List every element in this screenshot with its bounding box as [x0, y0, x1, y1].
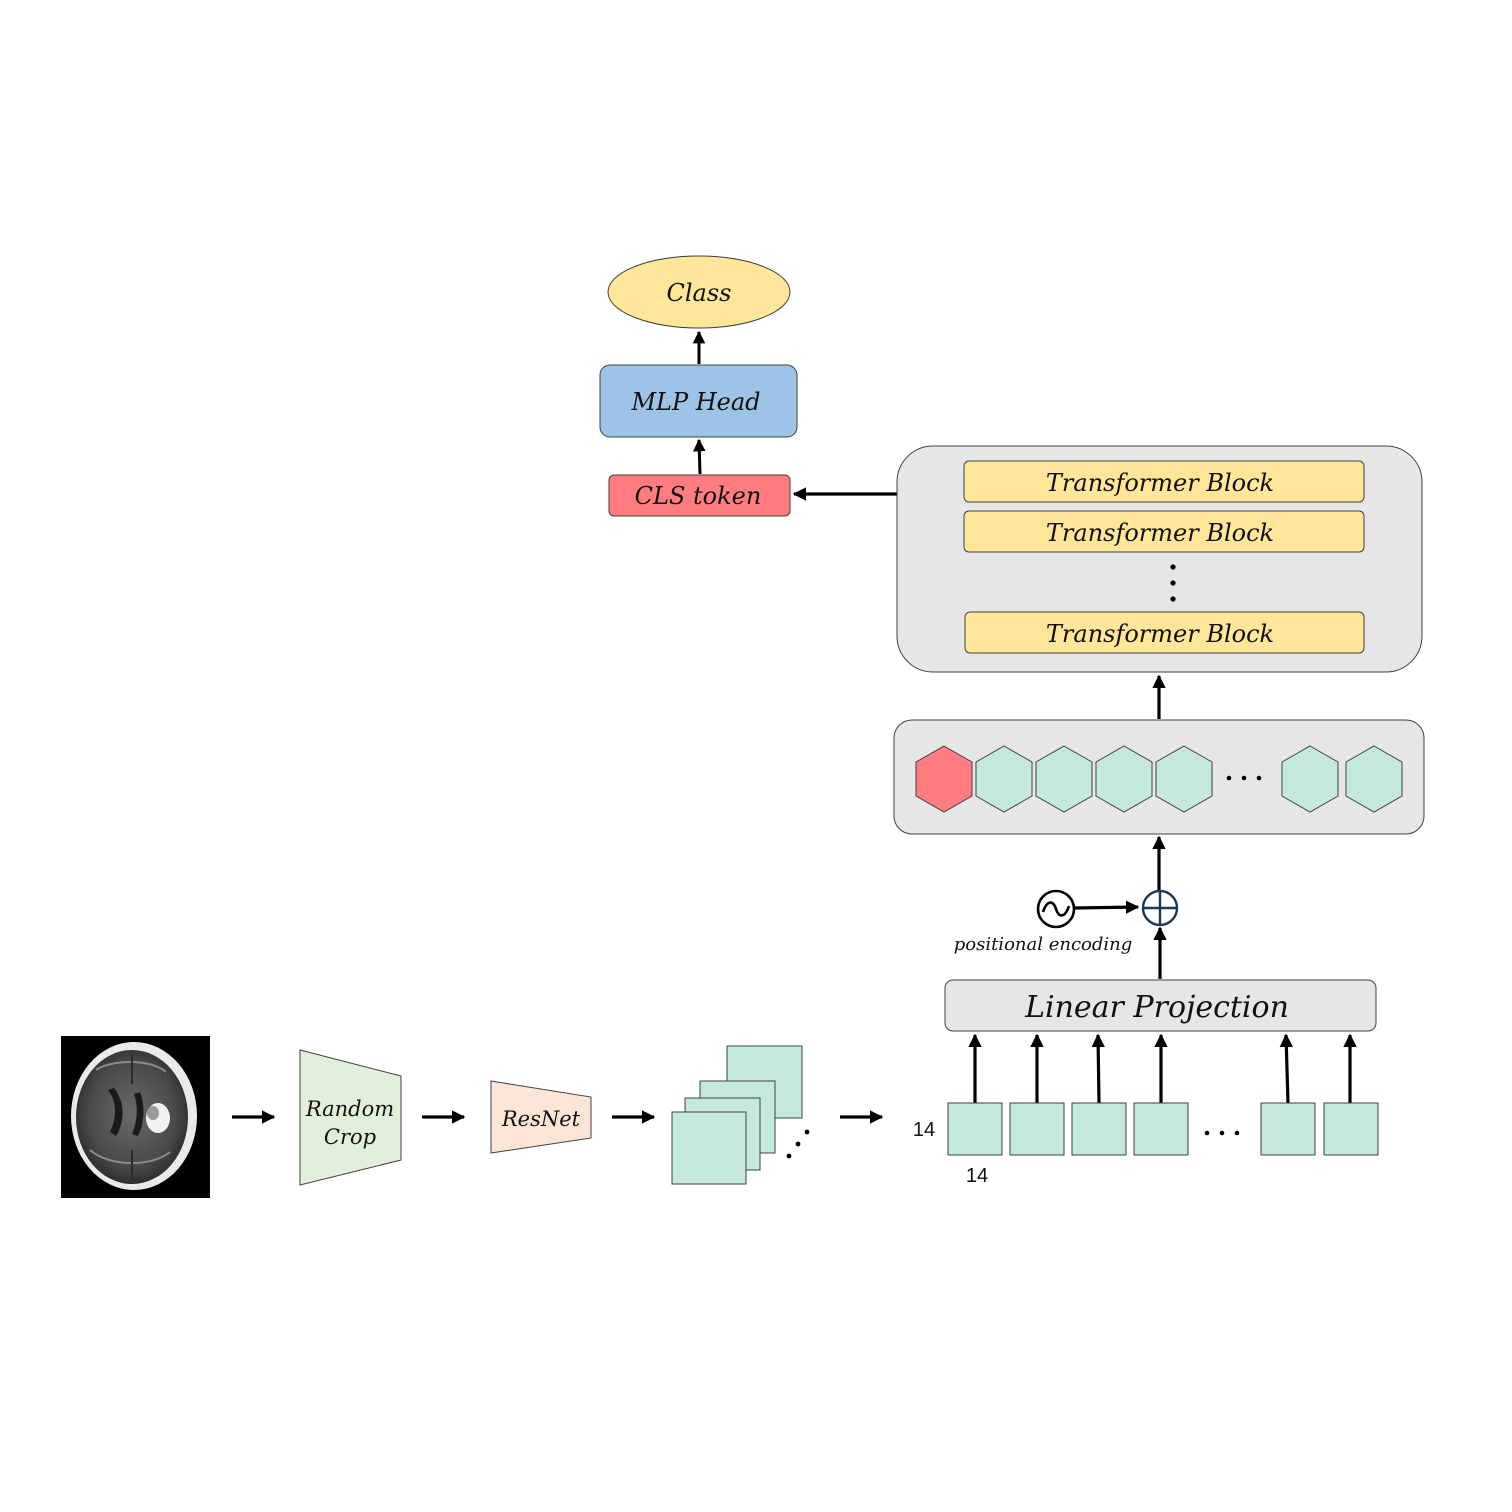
class-ellipse — [607, 255, 791, 329]
class-output: Class — [607, 255, 791, 329]
class-label: Class — [667, 279, 732, 307]
feature-maps — [671, 1045, 810, 1185]
mlp-head-box — [599, 364, 798, 438]
arrow-cls-to-mlp — [693, 438, 706, 475]
token-hexagon — [1155, 745, 1213, 813]
transformer-block-3-label: Transformer Block — [1046, 620, 1274, 648]
transformer-block-1 — [963, 460, 1365, 503]
random-crop-label-line1: Random — [305, 1097, 394, 1121]
mlp-head: MLP Head — [599, 364, 798, 438]
patch — [1009, 1102, 1065, 1156]
positional-encoding: positional encoding — [954, 889, 1133, 955]
horizontal-ellipsis — [1226, 775, 1262, 781]
transformer-block-2 — [963, 510, 1365, 553]
patch-arrows — [968, 1033, 1357, 1104]
resnet-label: ResNet — [501, 1107, 581, 1131]
patch-ellipsis — [1204, 1130, 1240, 1136]
vertical-ellipsis — [1170, 564, 1176, 602]
cls-token-box — [608, 474, 791, 517]
cls-token-label: CLS token — [635, 482, 762, 510]
token-hexagon — [1345, 745, 1403, 813]
circle-plus-icon — [1141, 889, 1179, 927]
arrow-pe-to-add — [1073, 900, 1140, 914]
patch-width-label: 14 — [966, 1165, 988, 1187]
token-hexagon — [1281, 745, 1339, 813]
patch — [1260, 1102, 1316, 1156]
patch — [1323, 1102, 1379, 1156]
token-sequence — [893, 719, 1425, 835]
patch — [1133, 1102, 1189, 1156]
diagonal-ellipsis — [786, 1129, 810, 1159]
transformer-block-3 — [964, 611, 1365, 654]
resnet-trapezoid — [490, 1080, 592, 1154]
token-hexagon — [1035, 745, 1093, 813]
patch — [947, 1102, 1003, 1156]
transformer-encoder: Transformer Block Transformer Block Tran… — [896, 445, 1423, 673]
resnet: ResNet — [490, 1080, 592, 1154]
cls-token-hexagon — [915, 745, 973, 813]
random-crop: Random Crop — [299, 1049, 402, 1186]
linear-projection-label: Linear Projection — [1024, 990, 1289, 1025]
mlp-head-label: MLP Head — [630, 388, 760, 416]
patch-row: 14 14 — [913, 1102, 1379, 1187]
transformer-block-2-label: Transformer Block — [1046, 519, 1274, 547]
feature-map — [671, 1111, 747, 1185]
linear-projection-box — [944, 979, 1377, 1032]
patch — [1071, 1102, 1127, 1156]
linear-projection: Linear Projection — [944, 979, 1377, 1032]
positional-encoding-label: positional encoding — [954, 934, 1133, 955]
transformer-block-1-label: Transformer Block — [1046, 469, 1274, 497]
random-crop-trapezoid — [299, 1049, 402, 1186]
patch-height-label: 14 — [913, 1119, 935, 1141]
input-ct-image — [61, 1036, 210, 1198]
sine-wave-glyph — [1041, 901, 1071, 917]
token-hexagon — [975, 745, 1033, 813]
cls-token: CLS token — [608, 474, 791, 517]
random-crop-label-line2: Crop — [324, 1125, 376, 1149]
token-hexagon — [1095, 745, 1153, 813]
